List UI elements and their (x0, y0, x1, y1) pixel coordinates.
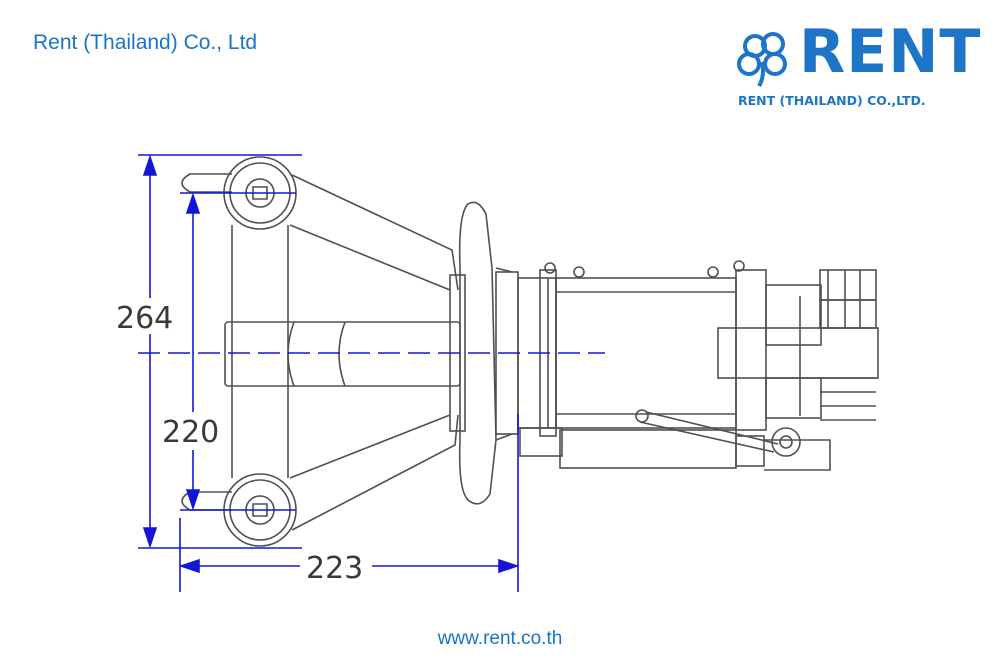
company-name: Rent (Thailand) Co., Ltd (33, 31, 258, 54)
clover-logo-icon (737, 32, 787, 88)
logo-wordmark: RENT (799, 17, 982, 87)
tool-outline (181, 156, 879, 547)
dimension-lines (138, 154, 605, 592)
dimension-length: 223 (306, 551, 363, 586)
dimension-pin-center-height: 220 (162, 415, 219, 450)
logo-subtitle: RENT (THAILAND) CO.,LTD. (738, 93, 926, 108)
company-logo: RENT RENT (THAILAND) CO.,LTD. (735, 22, 980, 113)
dimension-total-height: 264 (116, 301, 173, 336)
website-url[interactable]: www.rent.co.th (437, 628, 563, 649)
